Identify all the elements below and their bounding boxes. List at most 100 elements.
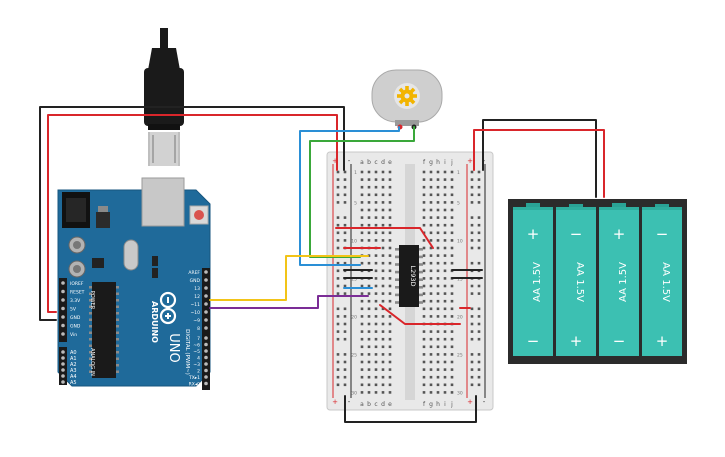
breadboard-hole[interactable] (388, 208, 392, 212)
breadboard-hole[interactable] (429, 345, 433, 349)
breadboard-hole[interactable] (422, 216, 426, 219)
breadboard-hole[interactable] (422, 261, 426, 265)
breadboard-hole[interactable] (388, 231, 392, 235)
breadboard-hole[interactable] (436, 254, 440, 257)
breadboard-hole[interactable] (422, 360, 426, 364)
breadboard-hole[interactable] (367, 375, 371, 379)
header-pin[interactable] (204, 349, 208, 353)
breadboard-hole[interactable] (381, 307, 385, 311)
breadboard-hole[interactable] (343, 201, 347, 204)
breadboard-hole[interactable] (436, 261, 440, 265)
breadboard-hole[interactable] (381, 269, 385, 273)
breadboard-hole[interactable] (470, 383, 474, 387)
breadboard-hole[interactable] (443, 223, 447, 227)
breadboard-hole[interactable] (429, 261, 433, 265)
breadboard-hole[interactable] (374, 208, 378, 212)
breadboard-hole[interactable] (381, 223, 385, 227)
breadboard-hole[interactable] (381, 246, 385, 250)
breadboard-hole[interactable] (429, 292, 433, 295)
breadboard-hole[interactable] (343, 322, 347, 326)
breadboard-hole[interactable] (470, 360, 474, 364)
breadboard-hole[interactable] (367, 292, 371, 295)
breadboard-hole[interactable] (422, 284, 426, 288)
breadboard-hole[interactable] (374, 391, 378, 394)
breadboard-hole[interactable] (477, 292, 481, 295)
breadboard-hole[interactable] (343, 239, 347, 242)
breadboard-hole[interactable] (360, 315, 364, 318)
breadboard-hole[interactable] (436, 315, 440, 318)
breadboard-hole[interactable] (367, 322, 371, 326)
breadboard-hole[interactable] (443, 170, 447, 174)
breadboard-hole[interactable] (429, 391, 433, 394)
breadboard-hole[interactable] (374, 368, 378, 371)
breadboard-hole[interactable] (470, 216, 474, 219)
breadboard-hole[interactable] (360, 208, 364, 212)
breadboard-hole[interactable] (436, 216, 440, 219)
breadboard-hole[interactable] (388, 223, 392, 227)
header-pin[interactable] (61, 323, 65, 328)
breadboard-hole[interactable] (388, 322, 392, 326)
breadboard-hole[interactable] (422, 353, 426, 356)
breadboard-hole[interactable] (477, 383, 481, 387)
breadboard-hole[interactable] (477, 330, 481, 333)
breadboard-hole[interactable] (374, 239, 378, 242)
breadboard-hole[interactable] (388, 360, 392, 364)
header-pin[interactable] (204, 278, 208, 282)
breadboard-hole[interactable] (443, 254, 447, 257)
breadboard-hole[interactable] (367, 193, 371, 197)
breadboard-hole[interactable] (470, 185, 474, 189)
breadboard-hole[interactable] (422, 330, 426, 333)
breadboard-hole[interactable] (470, 292, 474, 295)
breadboard-hole[interactable] (343, 261, 347, 265)
breadboard-hole[interactable] (360, 360, 364, 364)
breadboard-hole[interactable] (429, 375, 433, 379)
breadboard-hole[interactable] (336, 353, 340, 356)
breadboard-hole[interactable] (450, 299, 454, 303)
breadboard-hole[interactable] (470, 261, 474, 265)
breadboard-hole[interactable] (477, 360, 481, 364)
breadboard-hole[interactable] (343, 223, 347, 227)
breadboard-hole[interactable] (336, 375, 340, 379)
breadboard-hole[interactable] (443, 353, 447, 356)
breadboard-hole[interactable] (450, 239, 454, 242)
breadboard-hole[interactable] (470, 375, 474, 379)
breadboard-hole[interactable] (374, 360, 378, 364)
breadboard-hole[interactable] (436, 375, 440, 379)
breadboard-hole[interactable] (343, 193, 347, 197)
header-pin[interactable] (61, 281, 65, 285)
breadboard-hole[interactable] (429, 185, 433, 189)
breadboard-hole[interactable] (436, 239, 440, 242)
breadboard-hole[interactable] (429, 231, 433, 235)
breadboard-hole[interactable] (367, 315, 371, 318)
breadboard-hole[interactable] (381, 208, 385, 212)
breadboard-hole[interactable] (388, 284, 392, 288)
breadboard-hole[interactable] (336, 330, 340, 333)
breadboard-hole[interactable] (477, 239, 481, 242)
breadboard-hole[interactable] (443, 345, 447, 349)
breadboard-hole[interactable] (429, 368, 433, 371)
header-pin[interactable] (204, 355, 208, 360)
breadboard-hole[interactable] (436, 337, 440, 341)
breadboard-hole[interactable] (429, 193, 433, 197)
breadboard-hole[interactable] (436, 330, 440, 333)
breadboard-hole[interactable] (436, 170, 440, 174)
breadboard-hole[interactable] (381, 239, 385, 242)
breadboard-hole[interactable] (343, 353, 347, 356)
breadboard-hole[interactable] (422, 383, 426, 387)
breadboard-hole[interactable] (443, 178, 447, 181)
header-pin[interactable] (61, 289, 65, 294)
breadboard-hole[interactable] (381, 345, 385, 349)
breadboard-hole[interactable] (367, 360, 371, 364)
breadboard-hole[interactable] (360, 383, 364, 387)
breadboard-hole[interactable] (381, 231, 385, 235)
breadboard-hole[interactable] (360, 299, 364, 303)
breadboard-hole[interactable] (381, 185, 385, 189)
breadboard-hole[interactable] (388, 178, 392, 181)
breadboard-hole[interactable] (422, 254, 426, 257)
breadboard-hole[interactable] (360, 216, 364, 219)
breadboard-hole[interactable] (367, 368, 371, 371)
breadboard-hole[interactable] (436, 208, 440, 212)
breadboard-hole[interactable] (429, 223, 433, 227)
breadboard-hole[interactable] (367, 337, 371, 341)
breadboard-hole[interactable] (381, 391, 385, 394)
